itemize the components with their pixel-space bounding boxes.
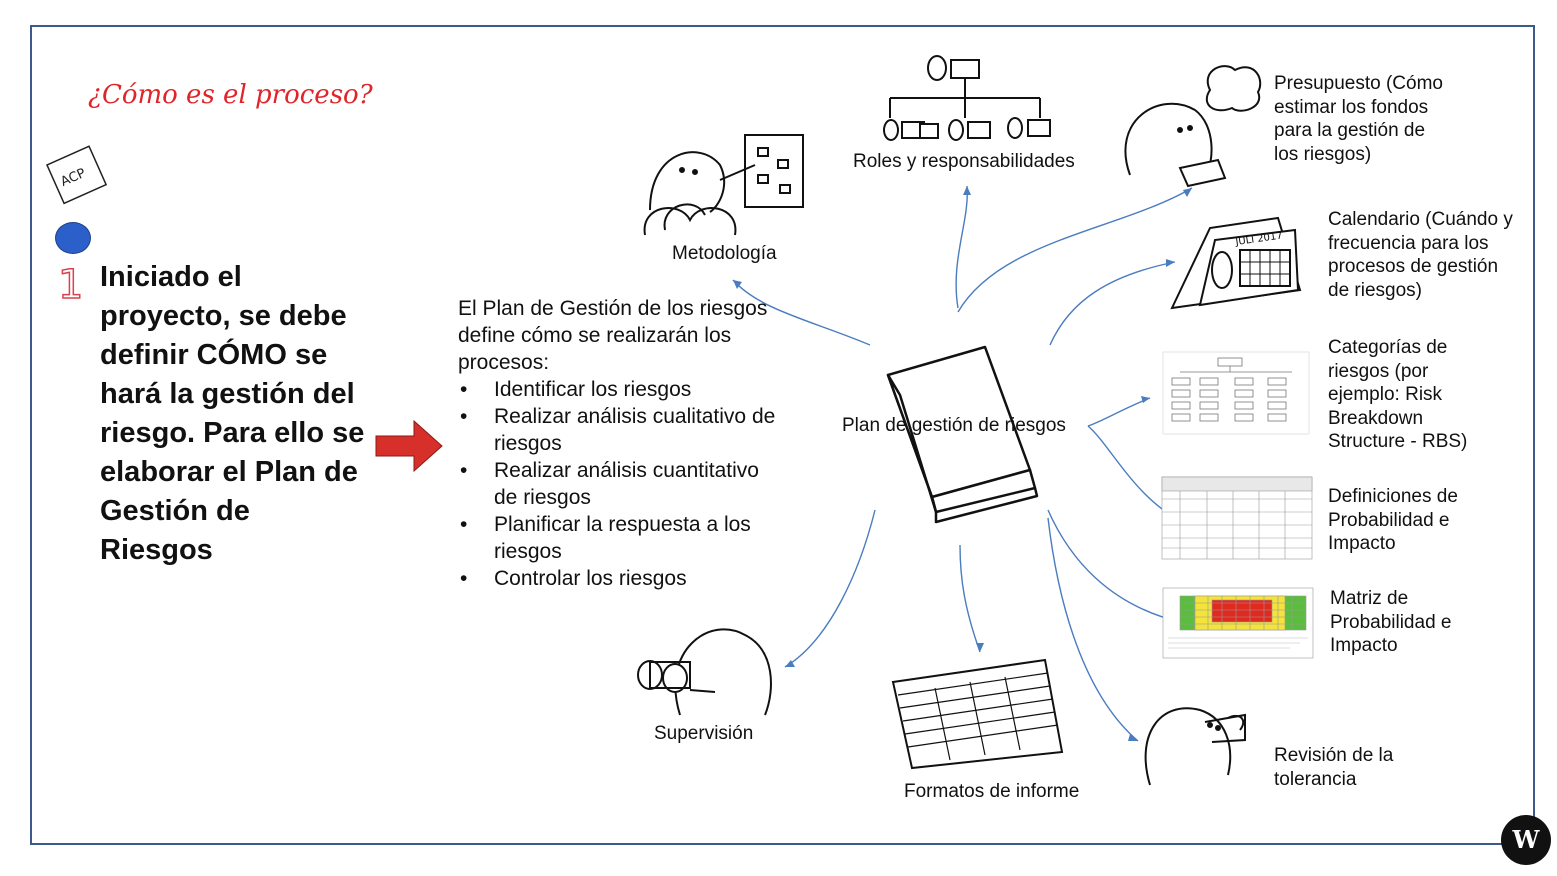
process-item: Realizar análisis cualitativo de riesgos bbox=[458, 403, 788, 457]
brand-logo-icon: W bbox=[1501, 815, 1551, 865]
node-revision: Revisión de la tolerancia bbox=[1274, 745, 1394, 790]
tolerance-review-icon bbox=[1144, 707, 1246, 786]
node-formatos: Formatos de informe bbox=[904, 781, 1080, 802]
step-description: Iniciado el proyecto, se debe definir CÓ… bbox=[100, 261, 365, 566]
node-definiciones: Definiciones de Probabilidad e Impacto bbox=[1328, 486, 1458, 554]
connector-lines bbox=[732, 185, 1193, 742]
red-arrow-icon bbox=[375, 419, 443, 473]
probability-matrix-thumbnail bbox=[1162, 587, 1314, 659]
step-number: 1 bbox=[57, 261, 84, 309]
rbs-thumbnail bbox=[1162, 351, 1310, 435]
report-format-icon bbox=[891, 658, 1064, 770]
process-item: Controlar los riesgos bbox=[458, 565, 788, 592]
methodology-drawing-icon bbox=[643, 134, 804, 236]
calendar-icon: JULI 2017 bbox=[1170, 216, 1302, 310]
slide-heading: ¿Cómo es el proceso? bbox=[88, 80, 373, 110]
binoculars-person-icon bbox=[637, 628, 772, 716]
node-presupuesto: Presupuesto (Cómo estimar los fondos par… bbox=[1274, 73, 1443, 165]
node-metodologia: Metodología bbox=[672, 243, 777, 264]
node-matriz: Matriz de Probabilidad e Impacto bbox=[1330, 588, 1452, 656]
acp-card-icon: ACP bbox=[46, 145, 108, 205]
budget-thinking-icon bbox=[1124, 65, 1262, 188]
node-categorias: Categorías de riesgos (por ejemplo: Risk… bbox=[1328, 337, 1468, 452]
process-item: Planificar la respuesta a los riesgos bbox=[458, 511, 788, 565]
node-calendario: Calendario (Cuándo y frecuencia para los… bbox=[1328, 209, 1513, 301]
slide-frame bbox=[30, 25, 1535, 845]
node-roles: Roles y responsabilidades bbox=[853, 151, 1075, 172]
central-node-label: Plan de gestión de riesgos bbox=[842, 415, 1066, 436]
process-list: Identificar los riesgos Realizar análisi… bbox=[458, 376, 788, 592]
process-item: Identificar los riesgos bbox=[458, 376, 788, 403]
org-chart-icon bbox=[883, 55, 1051, 141]
node-supervision: Supervisión bbox=[654, 723, 754, 744]
process-item: Realizar análisis cuantitativo de riesgo… bbox=[458, 457, 788, 511]
book-icon bbox=[886, 345, 1039, 524]
intro-block: El Plan de Gestión de los riesgos define… bbox=[458, 295, 788, 592]
definitions-table-thumbnail bbox=[1161, 476, 1313, 560]
intro-lead: El Plan de Gestión de los riesgos define… bbox=[458, 297, 768, 374]
step-marker-dot bbox=[55, 222, 91, 254]
